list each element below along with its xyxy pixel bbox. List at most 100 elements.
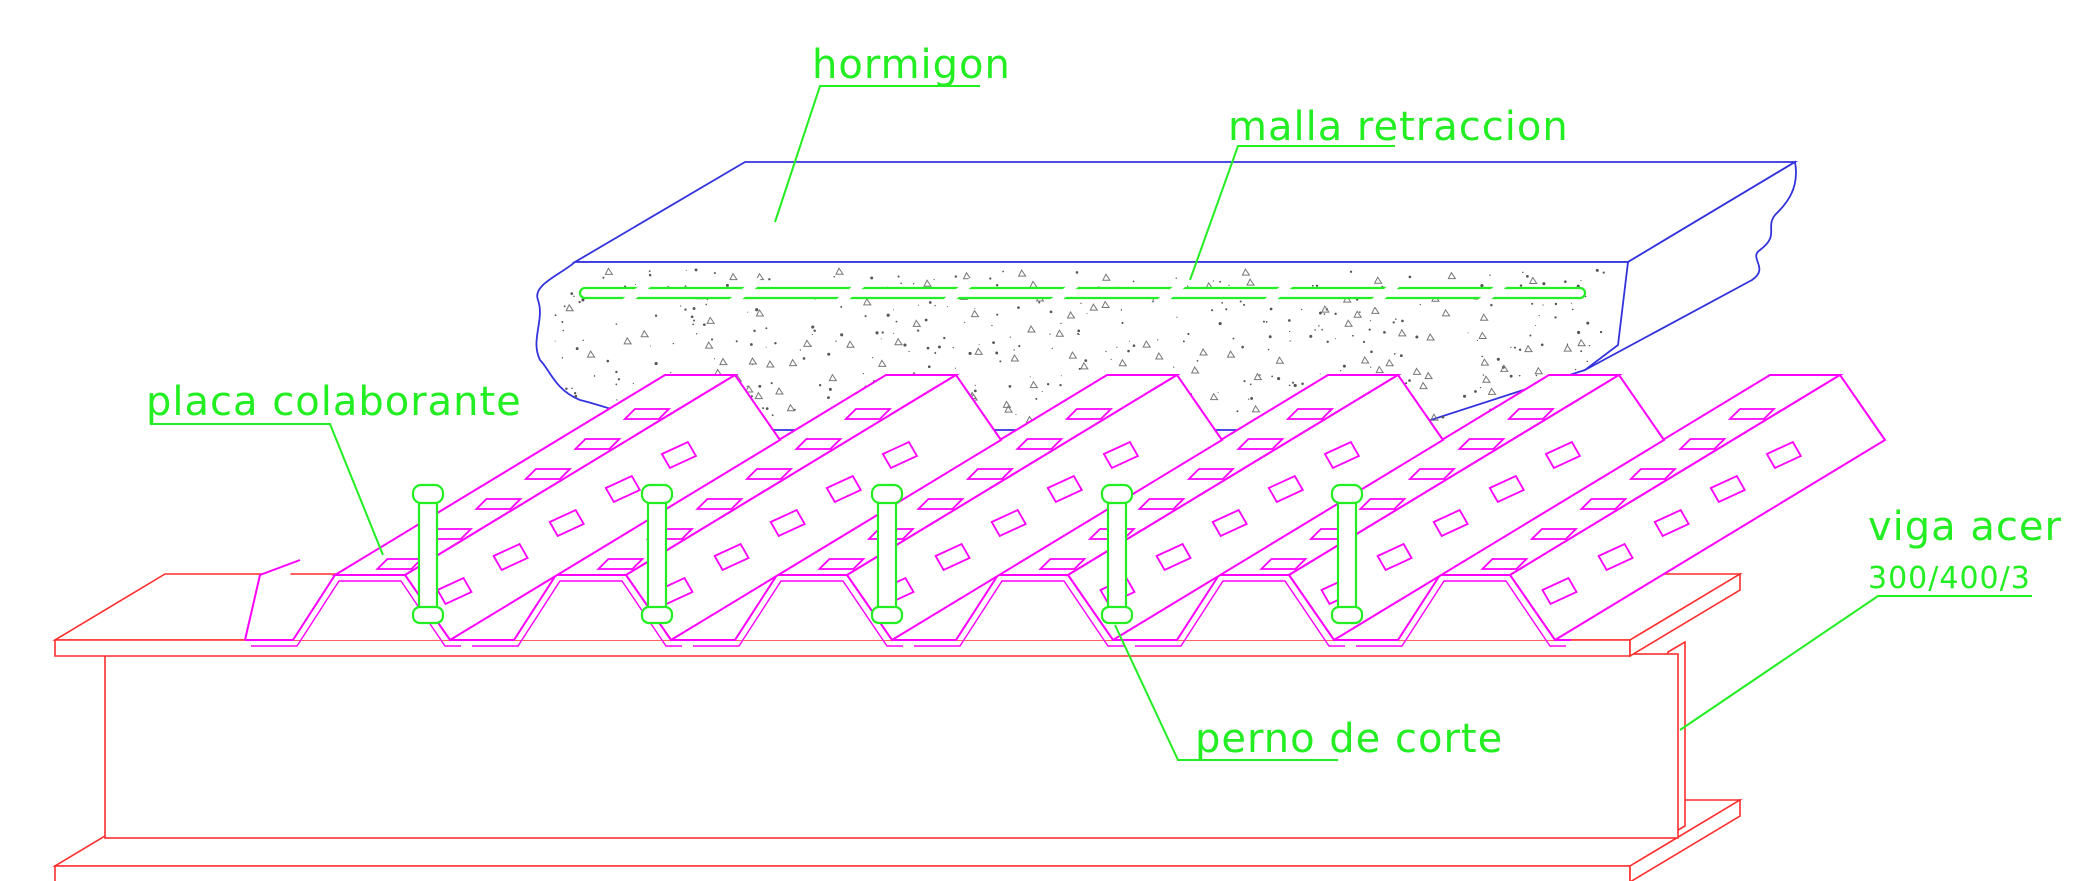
aggregate-grain — [1049, 310, 1053, 314]
aggregate-grain — [1334, 312, 1337, 315]
aggregate-grain — [561, 357, 564, 359]
aggregate-grain — [554, 340, 556, 342]
aggregate-grain — [995, 351, 999, 355]
aggregate-grain — [1513, 346, 1517, 349]
aggregate-grain — [770, 382, 773, 385]
aggregate-grain — [565, 387, 568, 390]
aggregate-grain — [1236, 410, 1239, 413]
deck-embossment — [1488, 474, 1526, 504]
aggregate-stone — [754, 391, 764, 400]
aggregate-stone — [1199, 348, 1208, 356]
aggregate-grain — [926, 346, 930, 350]
aggregate-grain — [917, 304, 919, 306]
aggregate-grain — [1008, 384, 1012, 388]
label-perno-group: perno de corte — [1114, 624, 1503, 762]
aggregate-stone — [894, 337, 903, 346]
aggregate-grain — [1401, 319, 1404, 323]
label-hormigon: hormigon — [812, 42, 1011, 88]
aggregate-grain — [870, 276, 874, 280]
deck-embossment — [1597, 542, 1634, 572]
aggregate-grain — [1243, 380, 1246, 383]
aggregate-grain — [1369, 320, 1371, 322]
aggregate-grain — [1482, 374, 1485, 376]
aggregate-grain — [692, 307, 696, 310]
label-perno-de-corte: perno de corte — [1195, 716, 1503, 762]
aggregate-grain — [617, 378, 621, 381]
deck-embossment — [1506, 408, 1556, 420]
aggregate-grain — [1187, 332, 1190, 336]
aggregate-grain — [1441, 415, 1445, 419]
aggregate-stone — [1226, 350, 1236, 358]
deck-embossment — [1267, 474, 1305, 504]
aggregate-grain — [1522, 271, 1524, 274]
aggregate-grain — [746, 385, 748, 387]
aggregate-grain — [1362, 340, 1366, 344]
aggregate-grain — [1574, 368, 1577, 371]
aggregate-grain — [1228, 284, 1230, 286]
aggregate-stone — [766, 360, 775, 368]
aggregate-stone — [1004, 405, 1014, 413]
aggregate-stone — [1479, 313, 1489, 321]
aggregate-grain — [974, 308, 976, 310]
aggregate-grain — [835, 340, 837, 342]
aggregate-stone — [1101, 300, 1111, 309]
deck-embossment — [474, 498, 523, 510]
deck-embossment — [1407, 468, 1457, 480]
aggregate-grain — [1474, 390, 1477, 393]
aggregate-grain — [1323, 313, 1326, 315]
aggregate-grain — [574, 394, 578, 398]
aggregate-grain — [1395, 318, 1397, 320]
aggregate-grain — [634, 283, 636, 285]
stud-shank — [646, 495, 668, 619]
deck-embossment — [1064, 408, 1114, 420]
stud-weld-collar — [411, 605, 445, 625]
aggregate-grain — [1571, 308, 1574, 311]
deck-embossment — [794, 438, 843, 450]
label-placa-colaborante: placa colaborante — [146, 379, 522, 425]
aggregate-grain — [1116, 346, 1118, 348]
aggregate-stone — [1344, 319, 1354, 327]
aggregate-stone — [1478, 331, 1488, 339]
aggregate-stone — [974, 347, 984, 355]
aggregate-stone — [1253, 372, 1263, 381]
aggregate-grain — [818, 384, 822, 387]
deck-embossment — [1653, 508, 1690, 538]
deck-embossment — [817, 558, 866, 570]
aggregate-grain — [1132, 280, 1135, 283]
aggregate-grain — [1017, 306, 1020, 309]
aggregate-grain — [912, 283, 915, 285]
aggregate-grain — [632, 382, 634, 384]
deck-embossment — [769, 508, 806, 538]
aggregate-grain — [1128, 340, 1130, 342]
aggregate-grain — [1049, 333, 1051, 335]
deck-embossment — [1137, 498, 1186, 510]
aggregate-grain — [903, 343, 907, 347]
deck-embossment — [604, 474, 642, 504]
aggregate-grain — [968, 351, 972, 356]
deck-embossment — [1457, 438, 1506, 450]
aggregate-grain — [933, 278, 935, 281]
mesh-transverse-bar-core — [1042, 278, 1082, 312]
aggregate-grain — [943, 336, 946, 340]
aggregate-grain — [1405, 382, 1408, 385]
aggregate-grain — [1319, 311, 1322, 315]
aggregate-stone — [1534, 366, 1544, 375]
aggregate-stone — [912, 319, 922, 327]
aggregate-grain — [581, 298, 585, 302]
stud-head — [411, 483, 445, 505]
stud-weld-collar — [870, 605, 904, 625]
aggregate-grain — [827, 352, 831, 356]
deck-embossment — [1579, 498, 1628, 510]
aggregate-grain — [900, 282, 903, 285]
aggregate-grain — [615, 323, 618, 325]
stud-head — [1100, 483, 1134, 505]
aggregate-grain — [1314, 329, 1316, 331]
stud-head — [640, 483, 674, 505]
deck-embossment — [596, 558, 645, 570]
aggregate-grain — [802, 357, 806, 360]
aggregate-grain — [710, 338, 714, 341]
aggregate-grain — [1370, 350, 1373, 354]
leader-malla — [1189, 145, 1395, 281]
aggregate-stone — [1447, 271, 1457, 280]
